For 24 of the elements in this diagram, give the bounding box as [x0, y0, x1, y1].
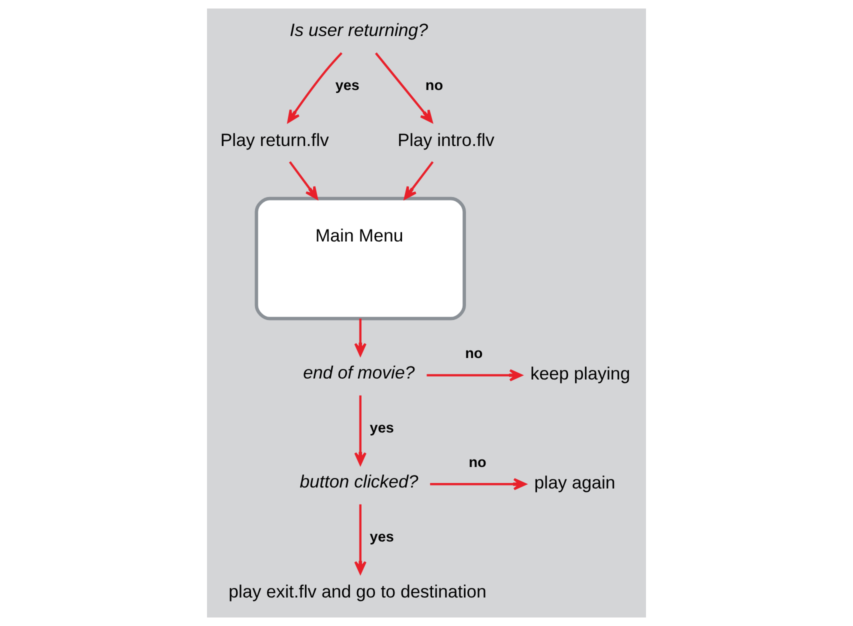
node-text: Is user returning? — [290, 20, 428, 40]
node-text: Play return.flv — [220, 130, 329, 150]
arrow — [430, 478, 526, 490]
node-box: Main Menu — [254, 196, 466, 320]
edge-label: no — [465, 346, 483, 362]
arrow — [354, 395, 366, 466]
node-text: button clicked? — [300, 471, 418, 492]
node-text: play exit.flv and go to destination — [228, 581, 486, 602]
edge-label: no — [425, 78, 444, 94]
edge-label: yes — [335, 78, 360, 94]
node-text: end of movie? — [303, 362, 415, 382]
arrow — [354, 504, 366, 574]
arrow — [354, 318, 366, 356]
node-text: Play intro.flv — [398, 130, 494, 150]
arrow — [404, 161, 434, 200]
node-text: keep playing — [530, 363, 630, 384]
arrow — [288, 161, 318, 200]
node-text: play again — [534, 472, 616, 492]
arrow — [375, 52, 433, 123]
edge-label: yes — [370, 529, 394, 546]
arrow — [287, 52, 342, 123]
edge-label: yes — [370, 420, 394, 436]
edge-label: no — [468, 454, 486, 471]
arrow — [426, 369, 522, 382]
